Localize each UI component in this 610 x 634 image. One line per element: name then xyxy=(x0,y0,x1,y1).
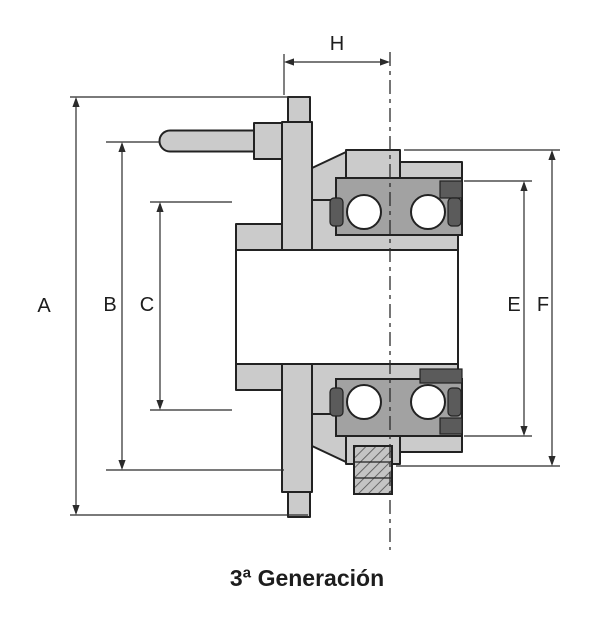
dimension-label-a: A xyxy=(37,295,51,317)
dimension-labels: H A B C E F xyxy=(35,31,551,319)
outer-ring-step-top-right xyxy=(399,161,463,179)
sensor-bolt xyxy=(353,445,393,495)
flange-bottom-boss xyxy=(287,491,311,518)
seal-top-inner xyxy=(447,197,462,227)
seal-bottom-right xyxy=(439,417,463,435)
flange-top-boss xyxy=(287,96,311,123)
bearing-ball xyxy=(410,194,446,230)
arrowhead xyxy=(118,460,126,470)
arrowhead xyxy=(156,400,164,410)
wheel-pilot-top xyxy=(235,223,283,251)
wheel-stud xyxy=(158,129,259,153)
dimension-label-f: F xyxy=(537,294,549,316)
dimension-label-h: H xyxy=(330,33,344,55)
arrowhead xyxy=(72,97,80,107)
bearing-ball xyxy=(346,194,382,230)
wheel-stud-head xyxy=(253,122,287,160)
arrowhead xyxy=(520,181,528,191)
dimension-label-e: E xyxy=(507,294,520,316)
arrowhead xyxy=(72,505,80,515)
outer-ring-flange-step-top xyxy=(345,149,401,179)
arrowhead xyxy=(520,426,528,436)
bearing-ball xyxy=(346,384,382,420)
outer-ring-step-bottom-right xyxy=(399,435,463,453)
arrowhead xyxy=(548,150,556,160)
dimension-label-c: C xyxy=(140,294,154,316)
seal-top-left xyxy=(329,197,344,227)
dimension-label-b: B xyxy=(103,294,116,316)
arrowhead xyxy=(118,142,126,152)
arrowhead xyxy=(284,58,294,66)
bearing-ball xyxy=(410,384,446,420)
arrowhead xyxy=(380,58,390,66)
hub-bore xyxy=(235,249,459,365)
arrowhead xyxy=(548,456,556,466)
diagram-caption: 3ª Generación xyxy=(230,565,384,591)
hub-cross-section xyxy=(158,96,463,518)
abs-encoder-ring xyxy=(419,368,463,384)
seal-top-right xyxy=(439,180,463,199)
seal-bottom-inner xyxy=(447,387,462,417)
arrowhead xyxy=(156,202,164,212)
wheel-pilot-bottom xyxy=(235,363,283,391)
seal-bottom-left xyxy=(329,387,344,417)
dimension-lines xyxy=(70,54,560,516)
